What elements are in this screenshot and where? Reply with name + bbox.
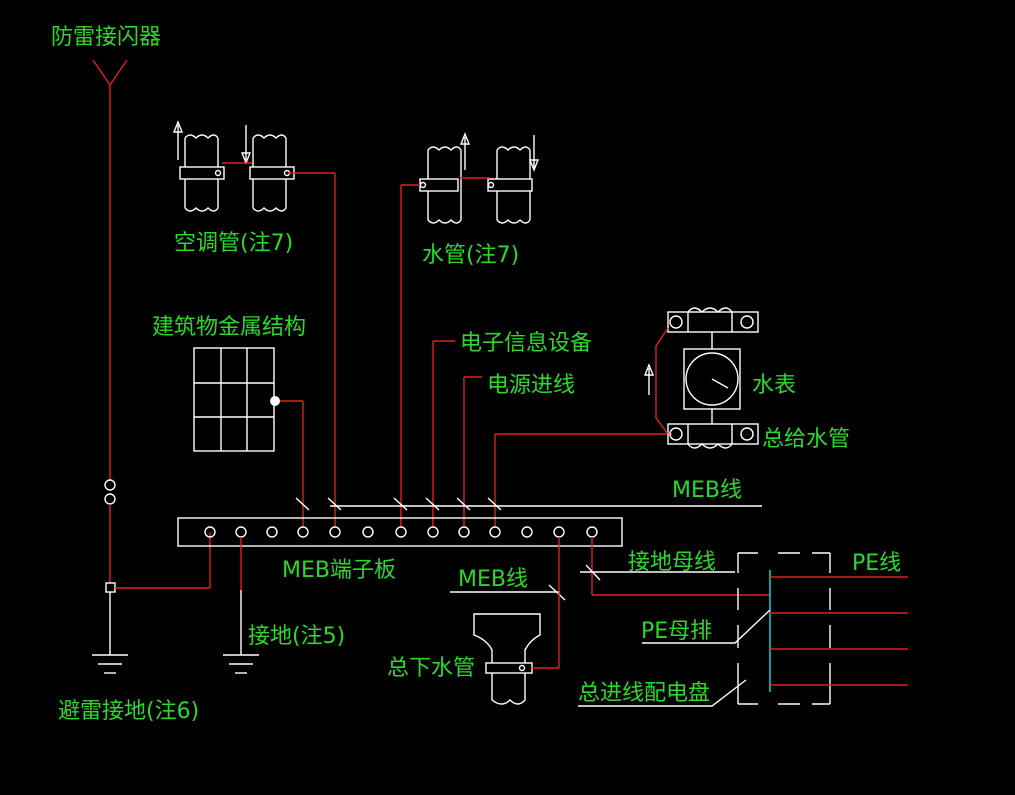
building-metal-label: 建筑物金属结构 — [152, 315, 306, 340]
ac-pipes — [172, 120, 336, 527]
electronic-info-label: 电子信息设备 — [460, 331, 592, 356]
equipment-bonding-lines — [432, 340, 672, 527]
main-distribution-panel — [578, 552, 908, 707]
meb-terminal-board-label: MEB端子板 — [282, 558, 396, 583]
ground-bus — [580, 537, 770, 596]
pe-busbar-label: PE母排 — [641, 619, 712, 644]
ac-pipe-label: 空调管(注7) — [174, 231, 293, 256]
power-inlet-label: 电源进线 — [487, 373, 575, 398]
water-meter — [643, 307, 759, 449]
lightning-ground-label: 避雷接地(注6) — [58, 699, 199, 724]
ground-note5-label: 接地(注5) — [248, 624, 345, 649]
meb-terminal-board — [177, 517, 623, 547]
lightning-ground-symbol — [92, 654, 128, 674]
main-drain-pipe-label: 总下水管 — [387, 656, 475, 681]
ground-bus-label: 接地母线 — [628, 550, 716, 575]
main-distribution-label: 总进线配电盘 — [578, 681, 710, 706]
water-pipes — [400, 132, 540, 527]
water-pipe-label: 水管(注7) — [422, 243, 519, 268]
ground-note5 — [223, 537, 259, 674]
meb-line-top — [295, 497, 762, 511]
lightning-arrester-label: 防雷接闪器 — [51, 25, 161, 50]
main-drain-pipe — [450, 537, 566, 705]
building-metal-structure — [193, 347, 304, 527]
main-water-supply-label: 总给水管 — [762, 427, 850, 452]
lightning-arrester — [92, 59, 211, 655]
pe-line-label: PE线 — [852, 551, 901, 576]
meb-line-top-label: MEB线 — [672, 478, 742, 503]
water-meter-label: 水表 — [752, 373, 796, 398]
meb-line-bottom-label: MEB线 — [458, 567, 528, 592]
